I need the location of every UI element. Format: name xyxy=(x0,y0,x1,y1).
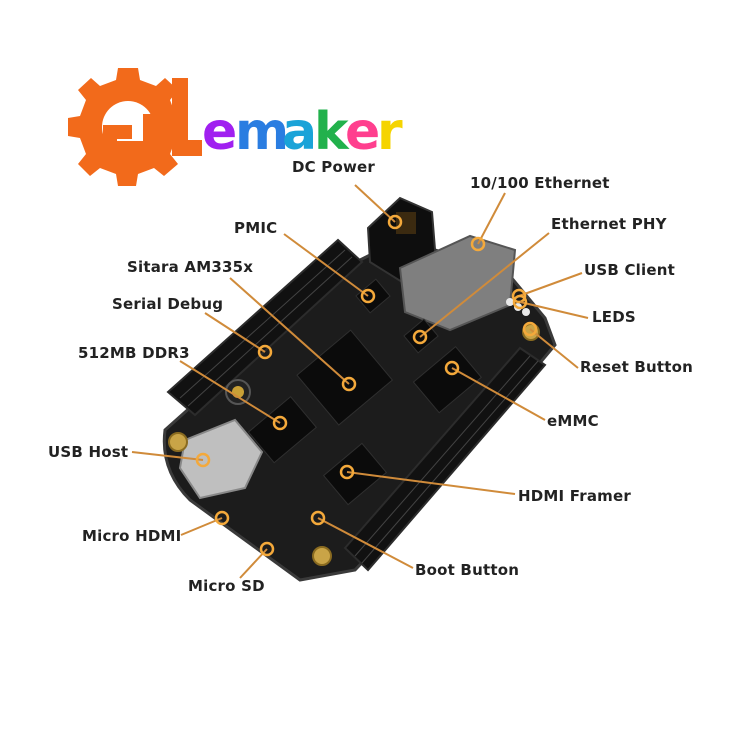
dc-power-marker-dot xyxy=(387,214,403,230)
mount-hole xyxy=(168,432,188,452)
pmic-leader-line xyxy=(283,233,369,297)
ethernet-phy-label: Ethernet PHY xyxy=(551,215,667,233)
usb-client-label: USB Client xyxy=(584,261,675,279)
sitara-chip xyxy=(296,329,394,426)
header-p8 xyxy=(343,346,547,572)
emmc-label: eMMC xyxy=(547,412,599,430)
leds-marker-dot xyxy=(512,294,528,310)
led xyxy=(506,298,514,306)
usb-client-leader-line xyxy=(518,272,583,297)
micro-hdmi-marker-dot xyxy=(214,510,230,526)
dc-power-jack-opening xyxy=(396,212,416,234)
micro-hdmi-label: Micro HDMI xyxy=(82,527,182,545)
micro-sd-marker-dot xyxy=(259,541,275,557)
reset-button-label: Reset Button xyxy=(580,358,694,376)
serial-debug-marker-dot xyxy=(257,344,273,360)
pmic-marker-dot xyxy=(360,288,376,304)
micro-sd-label: Micro SD xyxy=(188,577,265,595)
serial-debug-leader-line xyxy=(204,312,266,353)
header-p9 xyxy=(166,238,364,417)
callout-leaders xyxy=(131,184,589,579)
usb-host-label: USB Host xyxy=(48,443,129,461)
micro-hdmi-leader-line xyxy=(180,517,223,536)
ethernet-leader-line xyxy=(477,192,506,245)
logo-letter: m xyxy=(235,102,290,162)
leds-leader-line xyxy=(519,301,589,319)
ethernet-phy-marker-dot xyxy=(412,329,428,345)
emmc-leader-line xyxy=(451,367,546,421)
pmic-label: PMIC xyxy=(234,219,278,237)
leds-label: LEDS xyxy=(592,308,636,326)
hdmi-framer-marker-dot xyxy=(339,464,355,480)
mount-hole xyxy=(312,546,332,566)
logo-gear-icon xyxy=(68,68,188,186)
hdmi-framer-label: HDMI Framer xyxy=(518,487,631,505)
dc-power-leader-line xyxy=(354,184,396,223)
header-pins xyxy=(179,249,539,564)
ethernet-marker-dot xyxy=(470,236,486,252)
logo-letter: a xyxy=(282,102,318,162)
ddr3-marker-dot xyxy=(272,415,288,431)
logo-letter: k xyxy=(314,102,349,162)
boot-button-label: Boot Button xyxy=(415,561,520,579)
ethernet-phy-leader-line xyxy=(419,232,550,338)
ethernet-label: 10/100 Ethernet xyxy=(470,174,610,192)
usb-client-marker-dot xyxy=(511,288,527,304)
usb-host-connector xyxy=(178,418,264,500)
emmc-chip xyxy=(412,345,483,414)
logo-letter: r xyxy=(377,102,403,162)
dc-power-label: DC Power xyxy=(292,158,376,176)
emmc-marker-dot xyxy=(444,360,460,376)
usb-host-leader-line xyxy=(131,451,204,461)
sitara-leader-line xyxy=(229,277,350,385)
ddr3-label: 512MB DDR3 xyxy=(78,344,190,362)
logo-letter: e xyxy=(202,102,238,162)
boot-button-leader-line xyxy=(317,517,414,569)
hdmi-framer-leader-line xyxy=(346,471,516,495)
reset-button-marker-dot xyxy=(522,321,538,337)
logo-letter: e xyxy=(345,102,381,162)
reset-button-leader-line xyxy=(529,328,579,369)
ddr3-leader-line xyxy=(179,360,281,424)
usb-host-marker-dot xyxy=(195,452,211,468)
logo-l-stroke xyxy=(172,78,202,156)
sitara-label: Sitara AM335x xyxy=(127,258,254,276)
serial-debug-label: Serial Debug xyxy=(112,295,224,313)
boot-button-marker-dot xyxy=(310,510,326,526)
sitara-marker-dot xyxy=(341,376,357,392)
led xyxy=(522,308,530,316)
